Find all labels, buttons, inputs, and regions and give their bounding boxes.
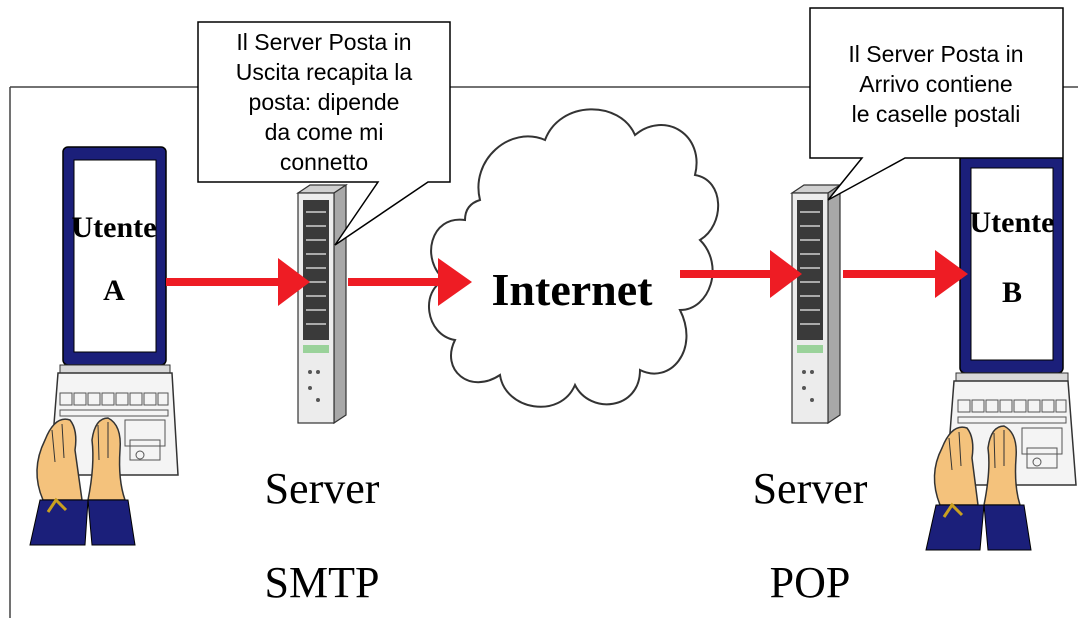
keyboard-keys [59,392,169,461]
hands-icon [29,417,136,546]
callout-pop: Il Server Posta in Arrivo contiene le ca… [809,7,1064,201]
arrow-internet-to-pop [680,250,802,298]
callout-smtp-line: da come mi [265,119,384,145]
laptop-user-b: Utente B [925,154,1077,551]
smtp-server-icon [296,183,348,425]
hands-icon [925,425,1032,551]
keyboard-keys [957,399,1067,469]
pop-server-label-line2: POP [770,558,851,607]
arrow-a-to-smtp [166,258,310,306]
arrow-smtp-to-internet [348,258,472,306]
laptop-user-a: Utente A [29,146,179,546]
diagram-frame [9,86,1078,618]
callout-smtp-line: connetto [280,149,368,175]
callout-pop-line: le caselle postali [852,101,1021,127]
user-b-label-line1: Utente [970,206,1055,239]
callout-pop-line: Arrivo contiene [859,71,1012,97]
user-a-label-line1: Utente [72,211,157,244]
callout-smtp-line: Il Server Posta in [236,29,411,55]
internet-label: Internet [492,264,654,315]
user-b-label-line2: B [1002,276,1022,309]
smtp-server-label-line2: SMTP [265,558,380,607]
callout-smtp: Il Server Posta in Uscita recapita la po… [197,21,451,246]
callout-pop-line: Il Server Posta in [848,41,1023,67]
arrow-pop-to-b [843,250,968,298]
pop-server-label-line1: Server [753,464,868,513]
smtp-server-label-line1: Server [265,464,380,513]
user-a-label-line2: A [103,274,125,307]
callout-smtp-line: posta: dipende [249,89,400,115]
pop-server-icon [790,183,842,425]
internet-cloud-icon: Internet [428,108,720,408]
callout-smtp-line: Uscita recapita la [236,59,413,85]
